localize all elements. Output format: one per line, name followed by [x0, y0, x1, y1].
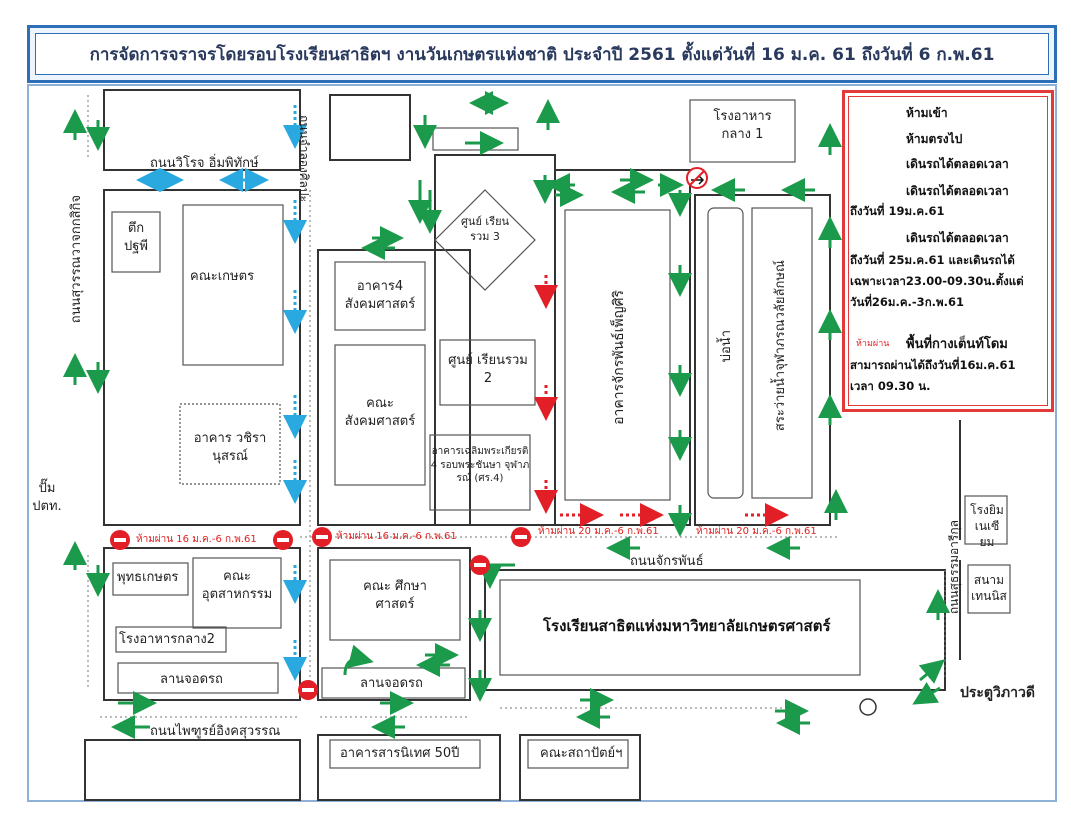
label-school: โรงเรียนสาธิตแห่งมหาวิทยาลัยเกษตรศาสตร์	[543, 617, 831, 635]
label-architecture: คณะสถาปัตย์ฯ	[540, 746, 623, 761]
legend-night-note-1: ถึงวันที่ 25ม.ค.61 และเดินรถได้	[850, 253, 1015, 267]
label-gym: โรงยิม เนเซียม	[970, 503, 1004, 550]
label-education: คณะ ศึกษาศาสตร์	[363, 579, 427, 612]
legend	[842, 90, 1054, 412]
label-soc4: อาคาร4 สังคมศาสตร์	[344, 279, 416, 312]
legend-inner	[848, 96, 1048, 406]
label-center2: ศูนย์ เรียนรวม 2	[448, 353, 528, 386]
label-pool: สระว่ายน้ำจุฬาภรณวลัยลักษณ์	[773, 260, 788, 432]
allowed-arrows	[63, 91, 950, 739]
page-title: การจัดการจราจรโดยรอบโรงเรียนสาธิตฯ งานวั…	[89, 44, 995, 65]
label-social: คณะ สังคมศาสตร์	[344, 396, 416, 429]
legend-tent-note-2: เวลา 09.30 น.	[850, 379, 931, 393]
label-center3: ศูนย์ เรียนรวม 3	[460, 215, 510, 243]
road-wiroj: ถนนวิโรจ อิ่มพิทักษ์	[150, 156, 259, 171]
label-pond: บ่อน้ำ	[719, 330, 734, 363]
label-gate: ประตูวิภาวดี	[960, 685, 1035, 701]
road-suthamma: ถนนสุธรรมอารีกุล	[947, 520, 961, 615]
road-suwanwajok: ถนนสุวรรณวาจกกสิกิจ	[69, 195, 84, 324]
road-paiboon: ถนนไพฑูรย์อิงคสุวรรณ	[150, 724, 281, 739]
label-tennis: สนาม เทนนิส	[971, 573, 1007, 604]
road-jamlong: ถนนจำลองศิลปะ	[297, 115, 312, 202]
legend-tent-note-1: สามารถผ่านได้ถึงวันที่16ม.ค.61	[850, 358, 1016, 372]
block-school	[484, 569, 946, 691]
roundabout	[859, 698, 877, 716]
legend-no-entry: ห้ามเข้า	[906, 106, 948, 120]
label-faculty-agri: คณะเกษตร	[190, 269, 255, 284]
block-left-south	[103, 547, 301, 701]
label-chaloem: อาคารเฉลิมพระเกียรติ 4 รอบพระชันษา จุฬาภ…	[430, 446, 530, 484]
legend-tent-label: พื้นที่กางเต็นท์โดม	[906, 337, 1008, 352]
until-arrows	[534, 275, 789, 527]
legend-allowed-night: เดินรถได้ตลอดเวลา	[906, 231, 1009, 245]
block-pool	[694, 194, 831, 526]
no-entry-signs	[110, 527, 531, 700]
closure-label-1: ห้ามผ่าน 16 ม.ค.-6 ก.พ.61	[136, 534, 257, 545]
closure-label-3: ห้ามผ่าน 20 ม.ค.-6 ก.พ.61	[538, 526, 659, 537]
label-putta: พุทธเกษตร	[117, 570, 179, 585]
label-chakkraphan-bldg: อาคารจักรพันธ์เพ็ญศิริ	[611, 290, 627, 425]
legend-night-note-3: วันที่26ม.ค.-3ก.พ.61	[850, 295, 964, 309]
label-parking1: ลานจอดรถ	[160, 672, 223, 687]
title-box: การจัดการจราจรโดยรอบโรงเรียนสาธิตฯ งานวั…	[27, 25, 1057, 83]
no-straight-sign	[686, 167, 708, 189]
legend-allowed-always: เดินรถได้ตลอดเวลา	[906, 157, 1009, 171]
label-agro-industry: คณะ อุตสาหกรรม	[201, 569, 273, 602]
building-boxes	[111, 99, 1011, 769]
title-inner: การจัดการจราจรโดยรอบโรงเรียนสาธิตฯ งานวั…	[35, 33, 1049, 75]
median-lines	[87, 95, 946, 718]
label-vajira: อาคาร วชิรานุสรณ์	[193, 431, 267, 464]
road-chakkraphan: ถนนจักรพันธ์	[630, 554, 704, 569]
label-tuek-patapi: ตึก ปฐพี	[124, 221, 148, 254]
label-pump: ปั๊ม ปตท.	[32, 481, 62, 514]
legend-allowed-until: เดินรถได้ตลอดเวลา	[906, 184, 1009, 198]
label-parking2: ลานจอดรถ	[360, 676, 423, 691]
legend-allowed-until-note: ถึงวันที่ 19ม.ค.61	[850, 204, 945, 218]
legend-night-note-2: เฉพาะเวลา23.00-09.30น.ตั้งแต่	[850, 274, 1024, 288]
block-north-mid	[329, 94, 411, 161]
night-arrows	[136, 105, 307, 681]
closure-label-2: ห้ามผ่าน 16 ม.ค.-6 ก.พ.61	[336, 531, 457, 542]
label-sarnithet: อาคารสารนิเทศ 50ปี	[340, 746, 460, 761]
legend-no-straight: ห้ามตรงไป	[906, 132, 963, 146]
block-bottom-mid	[317, 734, 501, 801]
block-bottom-left	[84, 739, 301, 801]
label-canteen2: โรงอาหารกลาง2	[119, 632, 216, 647]
label-canteen1: โรงอาหาร กลาง 1	[713, 109, 772, 142]
closure-label-4: ห้ามผ่าน 20 ม.ค.-6 ก.พ.61	[696, 526, 817, 537]
legend-tent-prefix: ห้ามผ่าน	[856, 339, 890, 349]
block-bottom-right	[519, 734, 641, 801]
